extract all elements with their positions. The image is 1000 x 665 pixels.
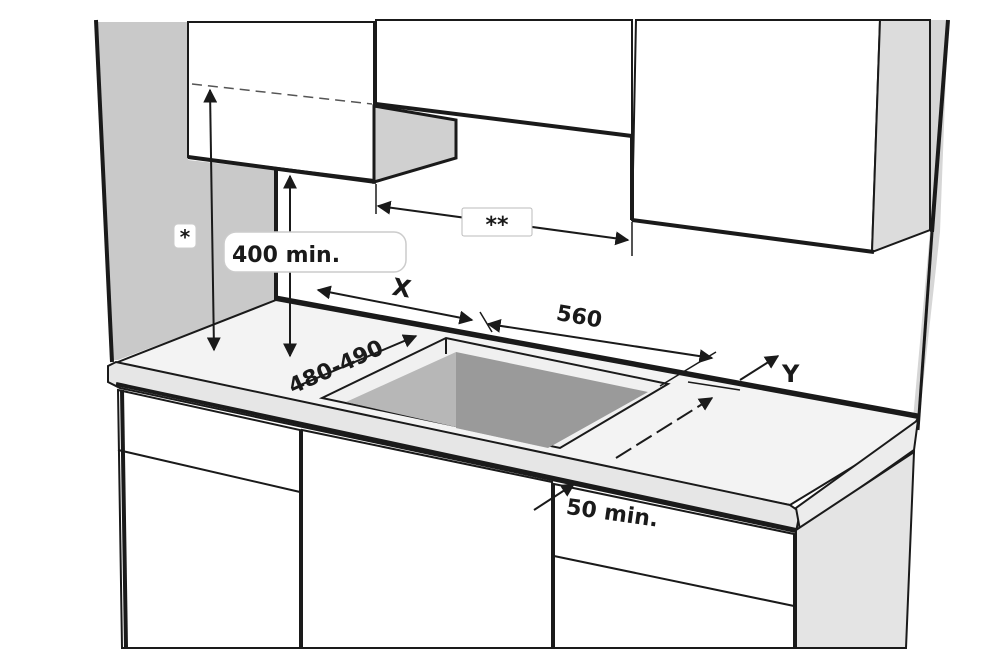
double-asterisk-box <box>461 207 533 237</box>
front-min-dim-line <box>533 483 576 511</box>
label-asterisk: * <box>180 225 191 249</box>
min-height-box <box>223 231 407 273</box>
base-cabinet-left <box>116 388 301 649</box>
hob-cutout <box>346 352 548 448</box>
label-400-min: 400 min. <box>232 243 340 268</box>
depth-dim-line <box>297 334 418 387</box>
hood-lower <box>372 104 458 185</box>
label-double-asterisk: ** <box>485 213 509 238</box>
front-dim-line <box>615 397 714 459</box>
y-dim-line <box>739 355 780 381</box>
label-y: Y <box>781 360 800 388</box>
x-dim-line <box>316 285 474 325</box>
left-side-wall <box>96 22 278 360</box>
hood-dashed-top <box>191 83 373 105</box>
label-x: X <box>390 273 414 304</box>
height-dim-line-left <box>203 88 221 352</box>
base-cabinet-right <box>553 482 795 649</box>
width-dim-line <box>486 318 714 364</box>
upper-cabinet-right <box>630 19 882 254</box>
hood-cabinet <box>187 21 375 182</box>
base-cabinet-middle <box>301 428 553 649</box>
asterisk-box <box>173 223 197 249</box>
